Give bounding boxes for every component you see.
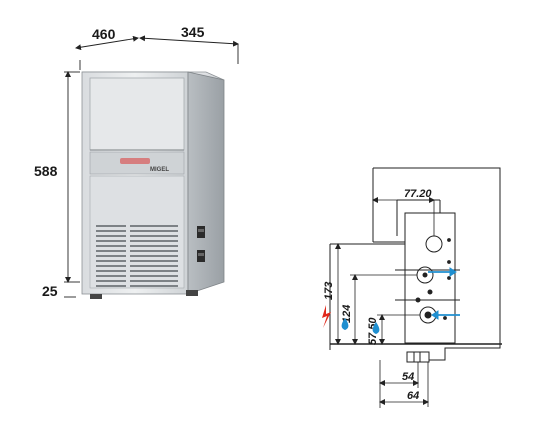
drain-foot <box>406 351 430 363</box>
connection-drawing <box>329 167 502 363</box>
water-drop-icon <box>341 318 349 330</box>
foot-right <box>186 290 198 296</box>
dim-depth-label: 345 <box>181 24 205 40</box>
drain-outlet-arrow-icon <box>431 310 460 320</box>
dim-77-label: 77.20 <box>404 188 432 200</box>
connection-panel <box>404 212 456 344</box>
machine-side-face <box>187 71 225 295</box>
brand-label: MIGEL <box>150 167 169 173</box>
dim-width-label: 460 <box>92 26 116 42</box>
dim-height-label: 588 <box>34 163 58 179</box>
vent-grille <box>96 225 178 287</box>
dim-173-label: 173 <box>323 282 335 300</box>
dim-54-label: 54 <box>402 371 414 383</box>
dim-124-label: 124 <box>341 305 353 323</box>
dim-64-label: 64 <box>407 390 419 402</box>
machine-door <box>89 77 185 151</box>
connection-dimension-lines <box>335 197 435 408</box>
brand-logo-swoosh <box>120 158 150 164</box>
ice-machine-illustration: MIGEL <box>81 71 225 299</box>
electric-icon <box>322 305 331 328</box>
water-inlet-arrow-icon <box>428 267 457 277</box>
machine-dimension-lines <box>64 35 239 298</box>
dim-feet-label: 25 <box>42 283 58 299</box>
foot-left <box>90 294 102 299</box>
water-drop-icon <box>372 322 380 334</box>
